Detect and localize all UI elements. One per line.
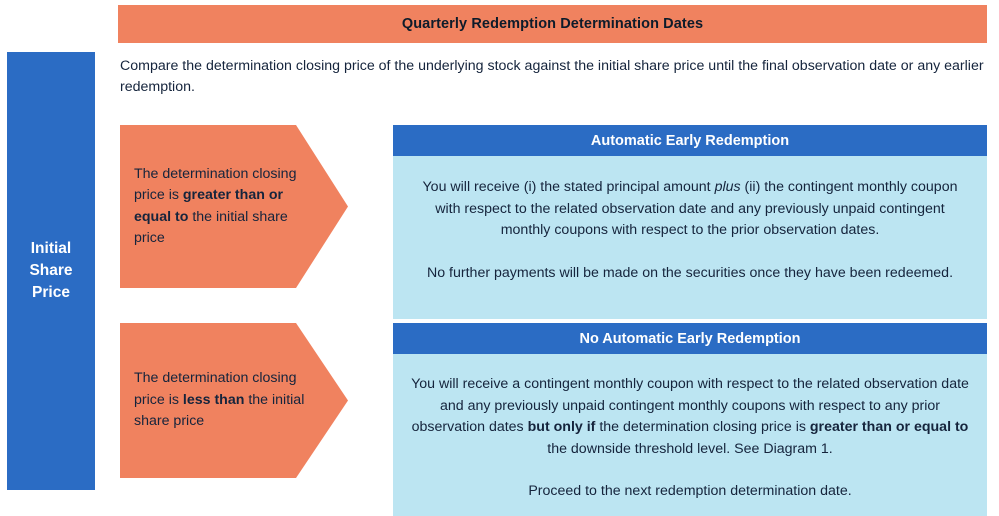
intro-paragraph: Compare the determination closing price … (120, 58, 984, 95)
outcome-p1-part1: You will receive (i) the stated principa… (422, 179, 715, 195)
condition-arrow-text-1: The determination closing price is great… (120, 164, 324, 250)
condition-lead-1: The determination closing price is (134, 165, 297, 204)
outcome-paragraph-1-2: No further payments will be made on the … (426, 264, 954, 281)
condition-lead-2: The determination closing price is (134, 370, 297, 408)
outcome-panel-automatic-early-redemption: Automatic Early Redemption You will rece… (393, 125, 987, 319)
outcome-p1-part2: (ii) the contingent monthly coupon with … (435, 179, 958, 238)
outcome-paragraph-2-1: You will receive a contingent monthly co… (407, 374, 973, 460)
outcome-p2-part1: You will receive a contingent monthly co… (411, 376, 969, 435)
outcome-body-2: You will receive a contingent monthly co… (393, 354, 987, 516)
initial-share-price-label: Initial Share Price (29, 240, 73, 301)
condition-arrow-less-than: The determination closing price is less … (120, 323, 348, 478)
outcome-panel-no-automatic-early-redemption: No Automatic Early Redemption You will r… (393, 323, 987, 516)
condition-arrow-greater-or-equal: The determination closing price is great… (120, 125, 348, 288)
condition-emphasis-2: less than (182, 391, 245, 408)
outcome-p2-bold1: but only if (527, 419, 596, 435)
outcome-header-1: Automatic Early Redemption (393, 125, 987, 156)
outcome-p2-bold2: greater than or equal to (809, 419, 969, 435)
outcome-body-1: You will receive (i) the stated principa… (393, 156, 987, 319)
outcome-p2-part2: the determination closing price is (595, 419, 810, 435)
condition-trail-2: the initial share price (134, 391, 305, 430)
outcome-p1-italic: plus (714, 179, 741, 195)
diagram-title: Quarterly Redemption Determination Dates (401, 16, 704, 32)
condition-emphasis-1: greater than or equal to (134, 187, 284, 225)
outcome-paragraph-spacer-2 (407, 460, 973, 481)
initial-share-price-band: Initial Share Price (7, 52, 95, 490)
redemption-flow-diagram: Quarterly Redemption Determination Dates… (7, 5, 987, 516)
outcome-header-text-2: No Automatic Early Redemption (579, 330, 801, 347)
outcome-p2-part3: the downside threshold level. See Diagra… (547, 440, 833, 457)
diagram-title-bar: Quarterly Redemption Determination Dates (118, 5, 987, 43)
outcome-paragraph-spacer-1 (409, 242, 971, 263)
outcome-header-2: No Automatic Early Redemption (393, 323, 987, 354)
condition-trail-1: the initial share price (134, 208, 288, 247)
outcome-paragraph-1-1: You will receive (i) the stated principa… (409, 177, 971, 242)
outcome-header-text-1: Automatic Early Redemption (590, 132, 790, 149)
outcome-paragraph-2-2: Proceed to the next redemption determina… (528, 483, 852, 499)
condition-arrow-text-2: The determination closing price is less … (120, 368, 324, 433)
